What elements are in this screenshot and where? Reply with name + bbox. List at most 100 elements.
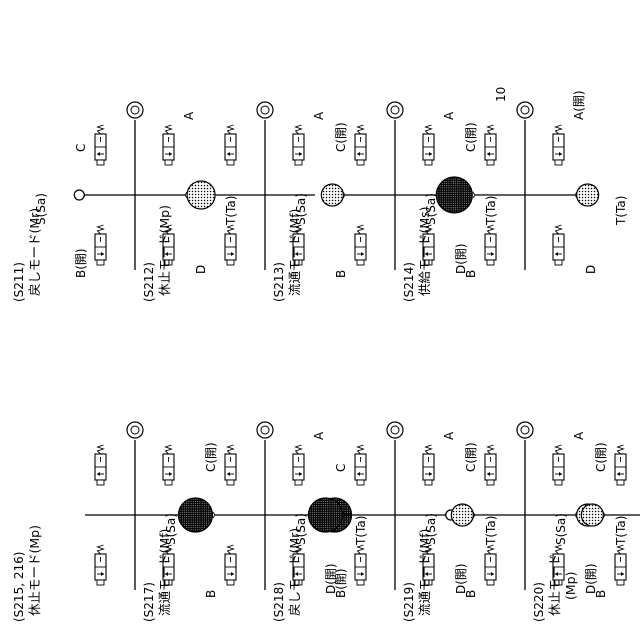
pump-icon	[387, 422, 403, 438]
mode-label: 休止モード(Mp)	[157, 205, 172, 296]
valve-a-label: A	[572, 431, 586, 440]
step-label: (S220)	[532, 582, 546, 622]
mode-label-2: (Mp)	[563, 572, 578, 600]
reservoir-t-icon	[577, 184, 599, 206]
valve-b	[615, 545, 626, 585]
valve-b	[225, 225, 236, 265]
valve-c	[355, 445, 366, 485]
valve-c	[225, 125, 236, 165]
reservoir-t-label: T(Ta)	[484, 516, 498, 546]
reservoir-s-label: S(Sa)	[34, 193, 48, 225]
valve-c	[95, 125, 106, 165]
valve-a-label: A	[312, 431, 326, 440]
valve-c	[355, 125, 366, 165]
valve-b-label: B	[334, 270, 348, 278]
valve-c-label: C	[334, 464, 348, 472]
reservoir-s-label: S(Sa)	[294, 513, 308, 545]
valve-b	[355, 225, 366, 265]
reservoir-s-label: S(Sa)	[424, 193, 438, 225]
valve-c-label: C(開)	[334, 122, 348, 152]
reservoir-s-icon	[321, 184, 343, 206]
valve-a-label: A(開)	[572, 90, 586, 120]
reservoir-s-icon	[74, 190, 84, 200]
pump-icon	[517, 422, 533, 438]
panel-s214: (S214)供給モード(Ms)BDC(開)A(開)S(Sa)T(Ta)10	[402, 87, 628, 302]
valve-d-label: D(開)	[454, 563, 468, 594]
step-label: (S219)	[402, 582, 416, 622]
valve-d-label: D	[584, 265, 598, 274]
valve-a	[423, 445, 434, 485]
valve-d-label: D(開)	[584, 563, 598, 594]
valve-b-label: B	[464, 270, 478, 278]
pump-icon	[517, 102, 533, 118]
pump-icon	[127, 102, 143, 118]
valve-a-label: A	[182, 111, 196, 120]
step-label: (S213)	[272, 262, 286, 302]
valve-c-label: C(開)	[594, 442, 608, 472]
reservoir-s-icon	[581, 504, 603, 526]
valve-a-label: A	[442, 431, 456, 440]
step-label: (S212)	[142, 262, 156, 302]
valve-b	[485, 545, 496, 585]
step-label: (S217)	[142, 582, 156, 622]
reservoir-t-label: T(Ta)	[354, 516, 368, 546]
valve-a	[423, 125, 434, 165]
valve-c-label: C(開)	[464, 442, 478, 472]
step-label: (S218)	[272, 582, 286, 622]
step-label: (S215, 216)	[12, 552, 26, 622]
pump-icon	[257, 422, 273, 438]
step-label: (S214)	[402, 262, 416, 302]
valve-b	[485, 225, 496, 265]
reservoir-t-icon	[187, 181, 215, 209]
reservoir-s-label: S(Sa)	[294, 193, 308, 225]
valve-a	[553, 445, 564, 485]
valve-b-label: B	[594, 590, 608, 598]
valve-c-label: C(開)	[204, 442, 218, 472]
valve-d	[553, 225, 564, 265]
valve-a	[293, 125, 304, 165]
reservoir-s-icon	[178, 498, 212, 532]
valve-a-label: A	[312, 111, 326, 120]
pump-icon	[257, 102, 273, 118]
valve-c	[225, 445, 236, 485]
reservoir-t-label: T(Ta)	[484, 196, 498, 226]
valve-a	[163, 445, 174, 485]
valve-b	[225, 545, 236, 585]
reservoir-s-label: S(Sa)	[554, 513, 568, 545]
reservoir-t-label: T(Ta)	[224, 196, 238, 226]
valve-a	[553, 125, 564, 165]
reservoir-s-icon	[308, 498, 342, 532]
valve-a-label: A	[442, 111, 456, 120]
reservoir-t-label: T(Ta)	[614, 516, 628, 546]
valve-c	[95, 445, 106, 485]
reservoir-s-icon	[451, 504, 473, 526]
valve-b-label: B(開)	[334, 568, 348, 598]
valve-b	[95, 545, 106, 585]
mode-label: 休止モード(Mp)	[27, 525, 42, 616]
reservoir-s-label: S(Sa)	[164, 513, 178, 545]
valve-b	[95, 225, 106, 265]
pump-icon	[127, 422, 143, 438]
valve-d-label: D(開)	[454, 243, 468, 274]
panel-s211: (S211)戻しモード(Mr)B(開)DCAS(Sa)T(Ta)	[12, 102, 238, 302]
valve-b	[355, 545, 366, 585]
valve-a	[163, 125, 174, 165]
valve-c	[485, 445, 496, 485]
valve-b-label: B	[204, 590, 218, 598]
valve-c-label: C	[74, 144, 88, 152]
mode-label: 休止モード	[547, 553, 562, 616]
pump-icon	[387, 102, 403, 118]
reference-numeral: 10	[494, 87, 508, 102]
valve-c-label: C(開)	[464, 122, 478, 152]
valve-d-label: D	[194, 265, 208, 274]
reservoir-t-label: T(Ta)	[614, 196, 628, 226]
valve-a	[293, 445, 304, 485]
valve-b-label: B(開)	[74, 248, 88, 278]
valve-b-label: B	[464, 590, 478, 598]
reservoir-s-icon	[436, 177, 472, 213]
valve-c	[615, 445, 626, 485]
step-label: (S211)	[12, 262, 26, 302]
